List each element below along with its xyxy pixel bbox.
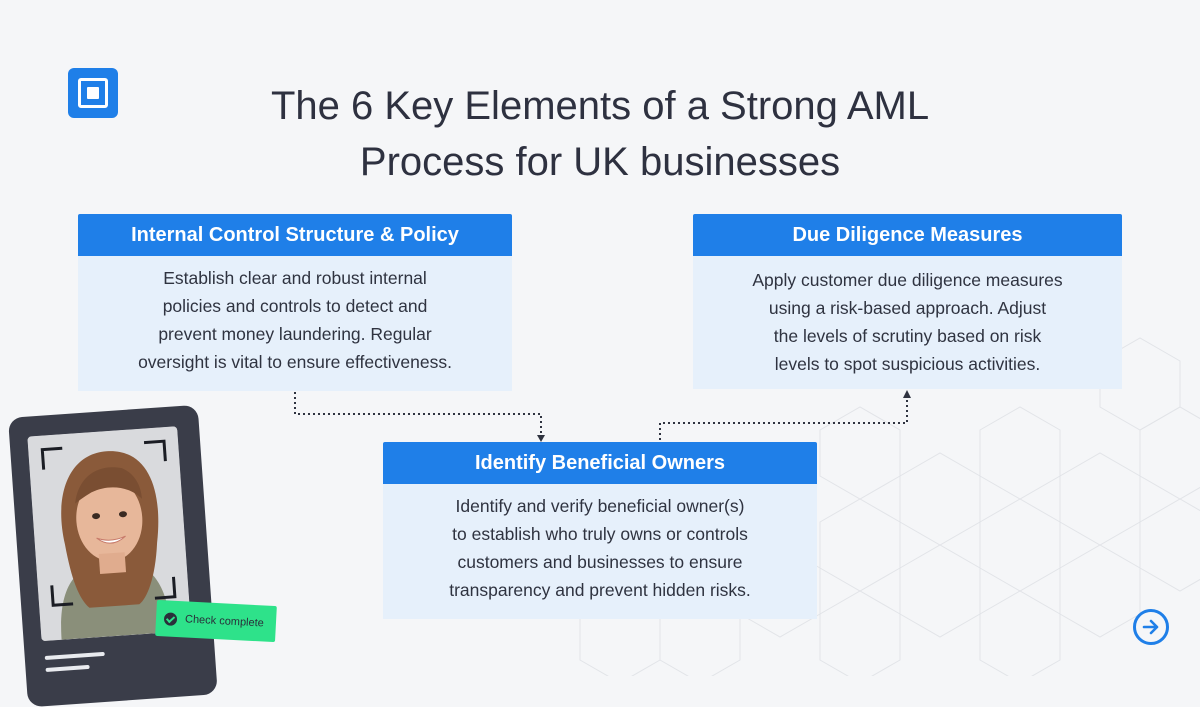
title-line-1: The 6 Key Elements of a Strong AML bbox=[270, 84, 930, 128]
card-due-diligence: Due Diligence Measures Apply customer du… bbox=[693, 214, 1122, 389]
logo-dot bbox=[87, 87, 99, 99]
card-line: Establish clear and robust internal bbox=[163, 268, 427, 288]
check-complete-badge: Check complete bbox=[155, 599, 277, 643]
card-line: Identify and verify beneficial owner(s) bbox=[455, 496, 745, 516]
card-body: Identify and verify beneficial owner(s) … bbox=[383, 484, 817, 619]
card-heading: Internal Control Structure & Policy bbox=[78, 214, 512, 256]
portrait-illustration bbox=[27, 426, 192, 642]
card-body: Establish clear and robust internal poli… bbox=[78, 256, 512, 391]
card-line: Apply customer due diligence measures bbox=[752, 270, 1063, 290]
arrow-right-icon bbox=[1142, 619, 1159, 635]
card-heading: Identify Beneficial Owners bbox=[383, 442, 817, 484]
page-title: The 6 Key Elements of a Strong AML Proce… bbox=[200, 78, 1000, 190]
badge-label: Check complete bbox=[184, 613, 265, 630]
portrait-photo bbox=[27, 426, 192, 642]
card-line: customers and businesses to ensure bbox=[457, 552, 743, 572]
card-line: levels to spot suspicious activities. bbox=[774, 354, 1041, 374]
card-line: prevent money laundering. Regular bbox=[158, 324, 432, 344]
card-line: using a risk-based approach. Adjust bbox=[768, 298, 1047, 318]
card-line: the levels of scrutiny based on risk bbox=[773, 326, 1042, 346]
card-line: to establish who truly owns or controls bbox=[452, 524, 748, 544]
card-line: transparency and prevent hidden risks. bbox=[449, 580, 751, 600]
id-verification-phone bbox=[8, 404, 218, 707]
phone-text-line bbox=[44, 651, 105, 661]
card-line: policies and controls to detect and bbox=[162, 296, 428, 316]
card-heading: Due Diligence Measures bbox=[693, 214, 1122, 256]
title-line-2: Process for UK businesses bbox=[359, 140, 841, 184]
phone-text-line bbox=[45, 664, 90, 672]
card-line: oversight is vital to ensure effectivene… bbox=[138, 352, 452, 372]
next-arrow-button[interactable] bbox=[1133, 609, 1169, 645]
card-beneficial-owners: Identify Beneficial Owners Identify and … bbox=[383, 442, 817, 619]
check-circle-icon bbox=[163, 611, 178, 626]
scan-frame-corners bbox=[40, 439, 177, 607]
brand-logo-icon bbox=[68, 68, 118, 118]
logo-ring bbox=[78, 78, 108, 108]
card-body: Apply customer due diligence measures us… bbox=[693, 256, 1122, 389]
card-internal-control: Internal Control Structure & Policy Esta… bbox=[78, 214, 512, 391]
